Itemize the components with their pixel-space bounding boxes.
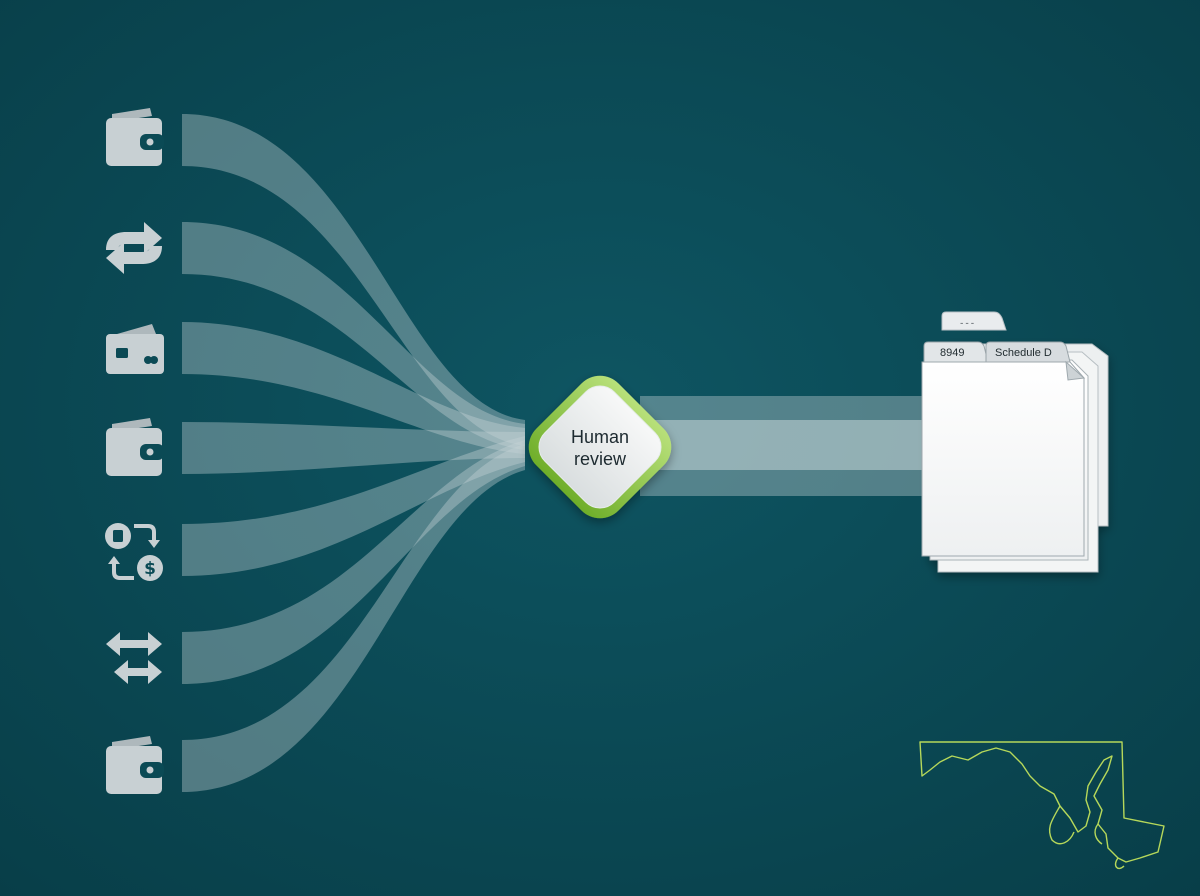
flow-band-2 (182, 222, 525, 450)
back-tab-label: --- (959, 319, 975, 329)
exchange-arrows-icon (106, 222, 162, 274)
output-flow (640, 396, 925, 496)
human-review-label-line2: review (573, 449, 626, 469)
swap-dollar-icon: $ (105, 523, 163, 581)
tab-8949 (923, 341, 989, 363)
tab-schedule-d (985, 341, 1071, 363)
svg-text:$: $ (144, 559, 156, 579)
wallet-icon (106, 736, 164, 794)
maryland-outline-icon (919, 741, 1165, 870)
human-review-node (528, 375, 672, 519)
flow-bands (182, 114, 525, 792)
flow-band-1 (182, 114, 525, 446)
wallet-icon (106, 108, 164, 166)
tab-8949-label: 8949 (940, 347, 964, 359)
flow-band-4 (182, 422, 525, 474)
card-icon (106, 324, 164, 374)
flow-band-7 (182, 444, 525, 792)
human-review-label-line1: Human (570, 427, 630, 447)
tab-schedule-d-label: Schedule D (995, 347, 1052, 359)
flow-band-6 (182, 440, 525, 684)
wallet-icon (106, 418, 164, 476)
transfer-arrows-icon (106, 632, 162, 684)
back-folder (941, 311, 1007, 331)
tax-documents: --- 8949 Schedule D (921, 311, 1109, 573)
flow-band-5 (182, 436, 525, 576)
flow-band-3 (182, 322, 525, 454)
human-review-label: Human review (540, 426, 660, 470)
